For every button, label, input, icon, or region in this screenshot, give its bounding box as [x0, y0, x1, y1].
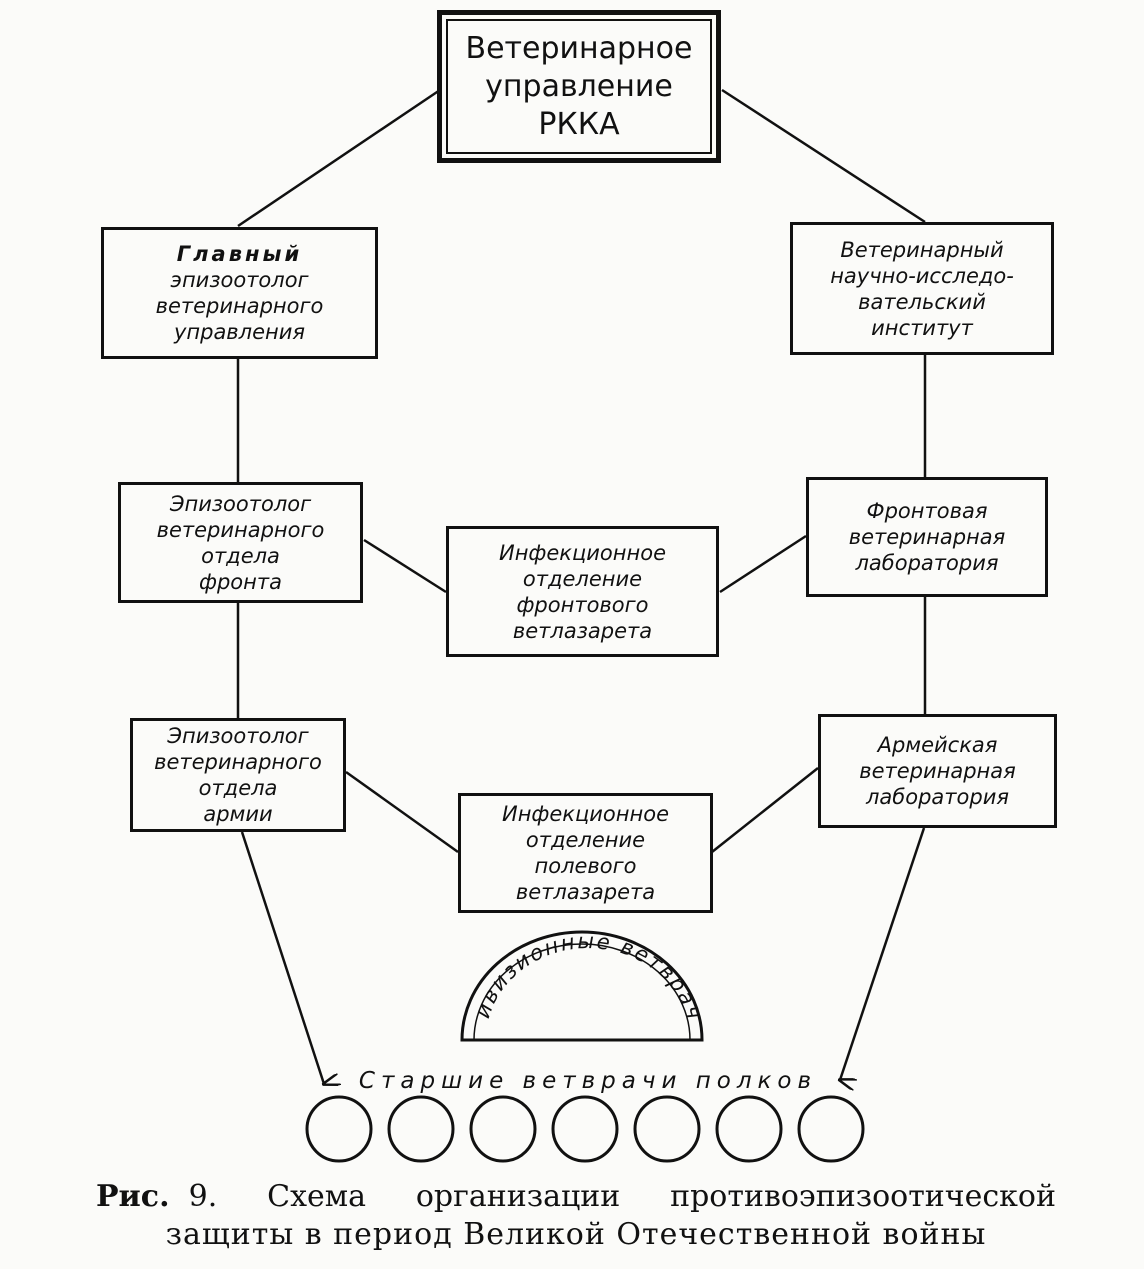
node-line: ветеринарного — [156, 517, 325, 542]
node-army-lab: Армейская ветеринарная лаборатория — [818, 714, 1057, 828]
node-line: управления — [173, 320, 306, 344]
regiment-circle — [797, 1095, 865, 1163]
node-line: ветеринарная — [859, 759, 1016, 783]
regiment-circles — [305, 1095, 865, 1163]
regimental-vets-label: Старшие ветврачи полков — [359, 1068, 817, 1094]
node-line: армии — [203, 802, 273, 826]
node-root-line: РККА — [538, 106, 620, 142]
edge-root-chief — [237, 88, 441, 228]
caption-word: противоэпизоотической — [670, 1179, 1056, 1214]
regiment-circle — [469, 1095, 537, 1163]
node-line: Главный — [176, 242, 303, 266]
node-line: Ветеринарный — [840, 237, 1004, 262]
node-line: Инфекционное — [501, 802, 669, 826]
node-field-infectious-dept: Инфекционное отделение полевого ветлазар… — [458, 793, 713, 913]
node-research-institute: Ветеринарный научно-исследо- вательский … — [790, 222, 1054, 355]
node-army-epizootologist: Эпизоотолог ветеринарного отдела армии — [130, 718, 346, 832]
node-front-lab: Фронтовая ветеринарная лаборатория — [806, 477, 1048, 597]
node-line: Инфекционное — [498, 540, 666, 565]
caption-fig-num: 9. — [188, 1179, 218, 1214]
arrow-army-lab-to-regiments — [840, 827, 926, 1080]
node-line: отделение — [525, 828, 646, 852]
regiment-circle — [387, 1095, 455, 1163]
caption-word: Схема — [267, 1179, 366, 1214]
edge-front-lab-front-infect — [719, 534, 807, 594]
node-line: Эпизоотолог — [169, 491, 312, 516]
node-line: эпизоотолог — [170, 268, 309, 292]
caption-line-1: Рис. 9. Схема организации противоэпизоот… — [96, 1178, 1056, 1216]
regiment-circle — [715, 1095, 783, 1163]
regiment-circle — [551, 1095, 619, 1163]
edge-army-epi-field-infect — [345, 770, 459, 854]
node-line: Фронтовая — [866, 499, 988, 523]
node-line: полевого — [534, 854, 637, 878]
node-line: отделение — [522, 566, 643, 591]
node-line: ветеринарного — [155, 294, 324, 318]
node-line: ветеринарного — [154, 750, 322, 774]
node-line: научно-исследо- — [830, 263, 1014, 288]
node-line: фронтового — [516, 592, 649, 617]
edge-root-institute — [721, 88, 926, 224]
regiment-circle — [305, 1095, 373, 1163]
node-root-line: Ветеринарное — [465, 30, 693, 66]
node-line: Эпизоотолог — [167, 724, 309, 748]
node-root: Ветеринарное управление РККА — [437, 10, 721, 163]
caption-figure-number: Рис. 9. — [96, 1178, 217, 1216]
node-line: отдела — [198, 776, 278, 800]
node-chief-epizootologist: Главный эпизоотолог ветеринарного управл… — [101, 227, 378, 359]
edge-army-lab-field-infect — [711, 767, 819, 853]
arrow-army-epi-to-regiments — [240, 831, 324, 1084]
node-line: вательский — [858, 289, 986, 314]
divisional-vets-inner-arc — [473, 943, 691, 1041]
caption-fig-label: Рис. — [96, 1179, 170, 1214]
node-front-epizootologist: Эпизоотолог ветеринарного отдела фронта — [118, 482, 363, 603]
node-line: фронта — [199, 569, 282, 594]
node-line: институт — [871, 315, 973, 340]
figure-caption: Рис. 9. Схема организации противоэпизоот… — [96, 1178, 1056, 1254]
node-root-line: управление — [485, 68, 673, 104]
node-line: отдела — [201, 543, 280, 568]
node-line: лаборатория — [866, 785, 1009, 809]
node-line: Армейская — [877, 733, 998, 757]
regiment-circle — [633, 1095, 701, 1163]
edge-front-epi-front-infect — [363, 538, 447, 594]
node-line: ветлазарета — [512, 618, 653, 643]
node-line: ветлазарета — [515, 880, 656, 904]
node-line: лаборатория — [855, 551, 999, 575]
node-front-infectious-dept: Инфекционное отделение фронтового ветлаз… — [446, 526, 719, 657]
node-line: ветеринарная — [848, 525, 1006, 549]
caption-line-2: защиты в период Великой Отечественной во… — [165, 1217, 987, 1252]
caption-word: организации — [415, 1179, 621, 1214]
divisional-vets-arc — [460, 930, 704, 1042]
